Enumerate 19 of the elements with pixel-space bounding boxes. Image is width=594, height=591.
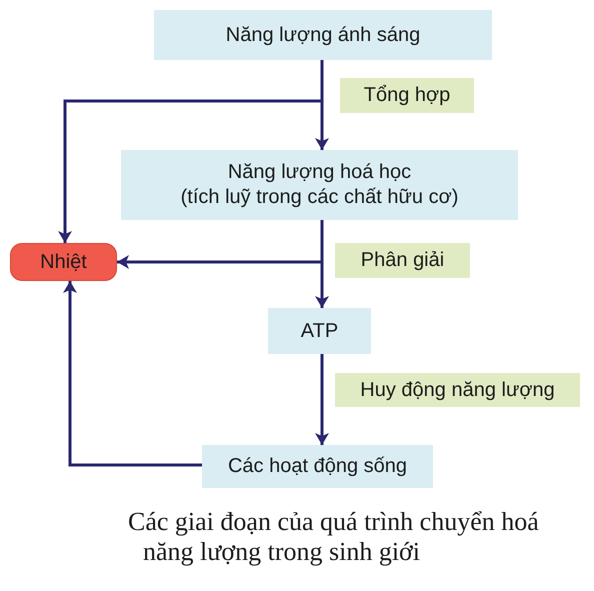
edge-label: Huy động năng lượng [335,373,580,407]
process-box [154,10,492,60]
node-text: Năng lượng ánh sáng [226,22,420,48]
process-box [268,308,371,354]
node-text: Năng lượng hoá học [228,160,412,185]
node-text: Nhiệt [40,250,87,274]
node-text: (tích luỹ trong các chất hữu cơ) [180,185,458,210]
node-text: ATP [300,318,338,344]
arrow [315,354,329,445]
process-box [121,150,518,220]
rounded-box [10,243,117,281]
caption: Các giai đoạn của quá trình chuyển hoá năng lượng trong sinh giới [128,507,540,567]
arrow [117,220,324,269]
node-text: Các hoạt động sống [228,454,408,479]
process-box [202,445,433,488]
edge-label: Tổng hợp [340,78,474,113]
edge-label: Phân giải [335,243,470,278]
arrow [63,281,202,466]
arrow [58,60,324,243]
